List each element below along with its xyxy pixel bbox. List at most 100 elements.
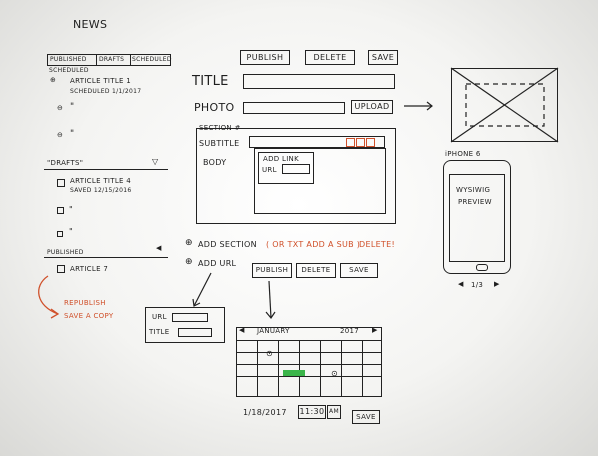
underline-format-button[interactable] bbox=[366, 138, 375, 147]
title-label: TITLE bbox=[192, 74, 229, 89]
published-dropdown[interactable]: PUBLISHED bbox=[47, 249, 84, 256]
calendar-col-divider bbox=[278, 340, 280, 397]
tab-scheduled[interactable]: SCHEDULED bbox=[132, 56, 172, 63]
add-url-icon[interactable]: ⊕ bbox=[185, 257, 193, 267]
calendar-year: 2017 bbox=[340, 327, 360, 335]
phone-frame bbox=[443, 160, 511, 274]
drafts-dropdown-line bbox=[44, 169, 168, 171]
publish-button[interactable]: PUBLISH bbox=[240, 50, 290, 65]
tab-bar: PUBLISHED DRAFTS SCHEDULED bbox=[47, 54, 171, 66]
scheduled-section-label: SCHEDULED bbox=[49, 67, 89, 74]
delete-button[interactable]: DELETE bbox=[305, 50, 355, 65]
published-dropdown-line bbox=[44, 257, 168, 259]
image-placeholder bbox=[451, 68, 558, 142]
save-button[interactable]: SAVE bbox=[368, 50, 398, 65]
published-checkbox[interactable] bbox=[57, 265, 65, 273]
calendar-row-divider bbox=[236, 340, 382, 342]
ditto-mark: " bbox=[69, 205, 73, 214]
chevron-down-icon[interactable]: ▽ bbox=[152, 157, 159, 166]
italic-format-button[interactable] bbox=[356, 138, 365, 147]
popup-url-input[interactable] bbox=[172, 313, 208, 322]
scheduled-row-icon[interactable]: ⊖ bbox=[57, 131, 64, 139]
calendar-col-divider bbox=[257, 340, 259, 397]
add-url-link[interactable]: ADD URL bbox=[198, 259, 237, 268]
calendar-col-divider bbox=[341, 340, 343, 397]
draft-checkbox[interactable] bbox=[57, 231, 63, 237]
calendar-next-icon[interactable]: ▶ bbox=[372, 326, 378, 334]
title-input[interactable] bbox=[243, 74, 395, 89]
ditto-mark: " bbox=[70, 102, 75, 112]
pager-prev-icon[interactable]: ◀ bbox=[458, 280, 464, 288]
link-url-input[interactable] bbox=[282, 164, 310, 174]
add-link-popup bbox=[258, 152, 314, 184]
placeholder-dashed-frame bbox=[465, 83, 545, 127]
republish-note: REPUBLISH bbox=[64, 299, 106, 307]
calendar-date: 1/18/2017 bbox=[243, 408, 287, 417]
ditto-mark: " bbox=[70, 129, 75, 139]
arrow-to-url-popup bbox=[193, 272, 212, 307]
calendar-row-divider bbox=[236, 352, 382, 354]
popup-title-input[interactable] bbox=[178, 328, 212, 337]
tab-drafts[interactable]: DRAFTS bbox=[99, 56, 125, 63]
calendar bbox=[236, 327, 382, 397]
pager-label: 1/3 bbox=[471, 281, 484, 289]
phone-preview-line2: PREVIEW bbox=[458, 198, 492, 206]
add-link-label: ADD LINK bbox=[263, 155, 299, 163]
save-copy-note: SAVE A COPY bbox=[64, 312, 114, 320]
time-field[interactable]: 11:30 bbox=[298, 405, 326, 419]
calendar-month: JANUARY bbox=[257, 327, 290, 335]
popup-url-label: URL bbox=[152, 313, 167, 321]
body-label: BODY bbox=[203, 158, 227, 167]
drafts-dropdown[interactable]: "DRAFTS" bbox=[47, 159, 84, 167]
draft-item-title[interactable]: ARTICLE TITLE 4 bbox=[70, 177, 132, 185]
upload-button[interactable]: UPLOAD bbox=[351, 100, 393, 114]
calendar-col-divider bbox=[320, 340, 322, 397]
calendar-row-divider bbox=[236, 364, 382, 366]
chevron-down-icon[interactable]: ◀ bbox=[156, 244, 162, 252]
calendar-col-divider bbox=[362, 340, 364, 397]
add-section-link[interactable]: ADD SECTION bbox=[198, 240, 257, 249]
calendar-marker-icon[interactable]: ⊙ bbox=[331, 369, 339, 378]
calendar-save-button[interactable]: SAVE bbox=[352, 410, 380, 424]
phone-home-button[interactable] bbox=[476, 264, 488, 271]
add-section-icon[interactable]: ⊕ bbox=[185, 238, 193, 248]
scheduled-row-icon[interactable]: ⊖ bbox=[57, 104, 64, 112]
placeholder-cross-line bbox=[450, 67, 559, 143]
scheduled-item-icon[interactable]: ⊕ bbox=[50, 76, 57, 84]
ditto-mark: " bbox=[69, 227, 73, 236]
photo-label: PHOTO bbox=[194, 101, 235, 114]
scheduled-item-meta: SCHEDULED 1/1/2017 bbox=[70, 88, 142, 95]
publish-button-bottom[interactable]: PUBLISH bbox=[252, 263, 292, 278]
phone-preview-line1: WYSIWIG bbox=[456, 186, 491, 194]
subtitle-label: SUBTITLE bbox=[199, 139, 240, 148]
calendar-prev-icon[interactable]: ◀ bbox=[239, 326, 245, 334]
photo-input[interactable] bbox=[243, 102, 345, 114]
url-popup bbox=[145, 307, 225, 343]
pager-next-icon[interactable]: ▶ bbox=[494, 280, 500, 288]
subtitle-input[interactable] bbox=[249, 136, 385, 148]
published-item[interactable]: ARTICLE 7 bbox=[70, 265, 109, 273]
calendar-marker-icon[interactable]: ⊙ bbox=[266, 349, 274, 358]
delete-note[interactable]: DELETE! bbox=[359, 240, 395, 249]
phone-screen bbox=[449, 174, 505, 262]
ampm-field[interactable]: AM bbox=[327, 405, 341, 419]
add-section-note: ( OR TXT ADD A SUB ) bbox=[266, 240, 361, 249]
save-button-bottom[interactable]: SAVE bbox=[340, 263, 378, 278]
section-container bbox=[196, 128, 396, 224]
news-title: NEWS bbox=[73, 18, 108, 31]
draft-checkbox[interactable] bbox=[57, 207, 64, 214]
section-label: SECTION # bbox=[199, 124, 241, 132]
link-url-label: URL bbox=[262, 166, 277, 174]
arrow-to-calendar bbox=[268, 280, 272, 319]
draft-item-meta: SAVED 12/15/2016 bbox=[70, 187, 132, 194]
selected-day-highlight[interactable] bbox=[283, 370, 305, 376]
calendar-col-divider bbox=[299, 340, 301, 397]
bold-format-button[interactable] bbox=[346, 138, 355, 147]
body-textarea[interactable] bbox=[254, 148, 386, 214]
scheduled-item-title[interactable]: ARTICLE TITLE 1 bbox=[70, 77, 132, 85]
draft-checkbox[interactable] bbox=[57, 179, 65, 187]
delete-button-bottom[interactable]: DELETE bbox=[296, 263, 336, 278]
calendar-row-divider bbox=[236, 376, 382, 378]
tab-published[interactable]: PUBLISHED bbox=[50, 56, 87, 63]
